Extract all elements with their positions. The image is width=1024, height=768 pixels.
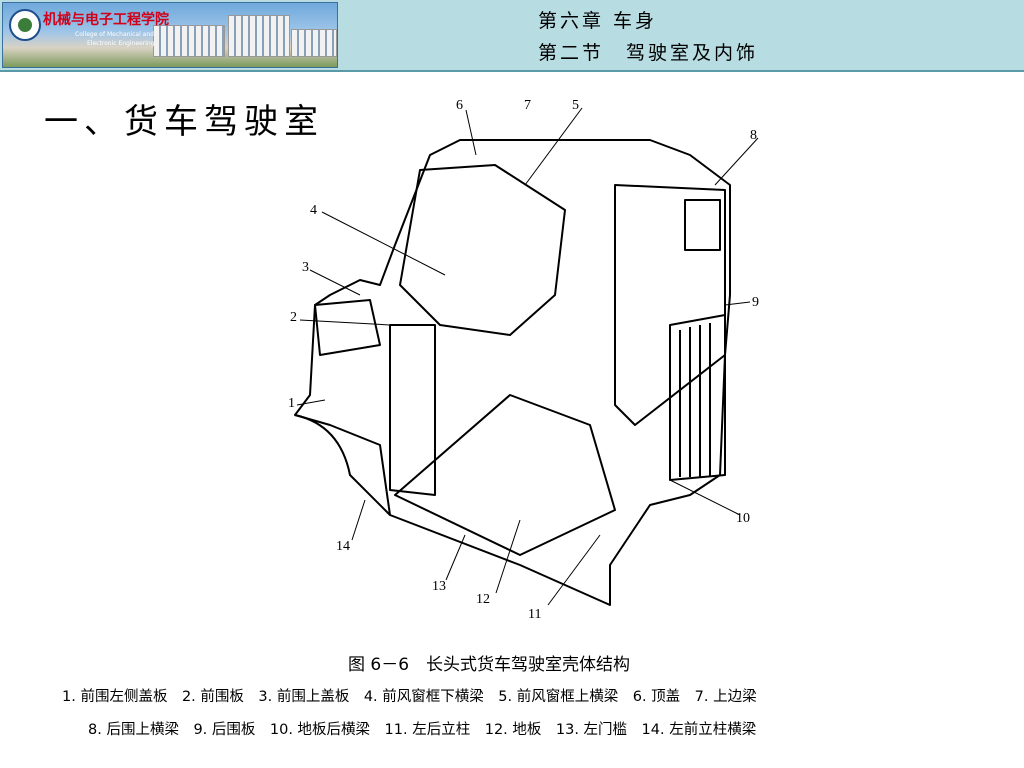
callout-11: 11 [528,607,542,622]
callout-1: 1 [288,396,295,411]
callout-14: 14 [336,539,350,554]
callout-4: 4 [310,203,317,218]
building-image [153,25,225,57]
building-image [228,15,290,57]
callout-10: 10 [736,511,750,526]
callout-8: 8 [750,128,757,143]
callout-6: 6 [456,98,463,113]
building-image [291,29,337,57]
college-name-en: College of Mechanical and [75,31,154,38]
callout-12: 12 [476,592,490,607]
callout-13: 13 [432,579,446,594]
college-name: 机械与电子工程学院 [43,12,169,28]
college-seal-icon [9,9,41,41]
slide-heading: 一、货车驾驶室 [44,102,324,142]
figure-legend: 8. 后围上横梁 9. 后围板 10. 地板后横梁 11. 左后立柱 12. 地… [88,722,757,738]
section-title: 第二节 驾驶室及内饰 [538,42,759,64]
callout-2: 2 [290,310,297,325]
figure-legend: 1. 前围左侧盖板 2. 前围板 3. 前围上盖板 4. 前风窗框下横梁 5. … [62,689,757,705]
callout-9: 9 [752,295,759,310]
cab-structure-figure: 1 2 3 4 5 6 7 8 9 10 11 12 13 14 [270,95,790,625]
callout-5: 5 [572,98,579,113]
cab-line-drawing [294,107,759,606]
chapter-title: 第六章 车身 [538,10,658,32]
callout-3: 3 [302,260,309,275]
college-name-en: Electronic Engineering [87,40,155,47]
header-bar: 机械与电子工程学院 College of Mechanical and Elec… [0,0,1024,72]
callout-7: 7 [524,98,531,113]
figure-caption: 图 6－6 长头式货车驾驶室壳体结构 [348,655,631,675]
college-logo-banner: 机械与电子工程学院 College of Mechanical and Elec… [2,2,338,68]
